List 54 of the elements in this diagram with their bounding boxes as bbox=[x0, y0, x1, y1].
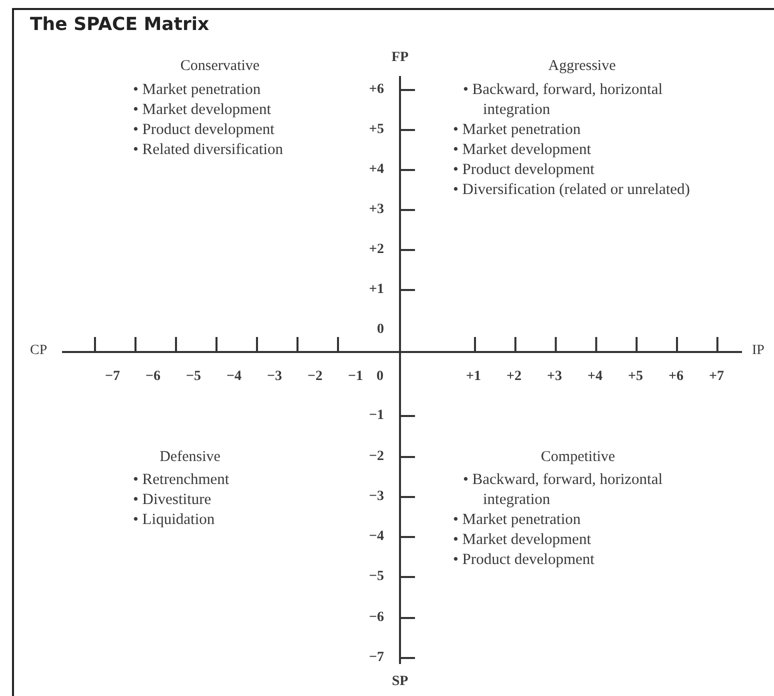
quadrant-heading: Competitive bbox=[540, 448, 616, 467]
tick-label: +6 bbox=[668, 368, 684, 386]
tick-label: −5 bbox=[369, 568, 384, 586]
tick-label: −4 bbox=[369, 528, 384, 546]
tick-label: FP bbox=[391, 49, 409, 67]
tick-label: +2 bbox=[506, 368, 522, 386]
diagram-title: The SPACE Matrix bbox=[30, 14, 210, 35]
quadrant-heading: Conservative bbox=[180, 57, 260, 76]
tick-label: +3 bbox=[369, 201, 384, 219]
tick-label: −3 bbox=[267, 368, 282, 386]
tick-label: −2 bbox=[369, 448, 384, 466]
tick-label: −2 bbox=[308, 368, 322, 386]
tick-label: +4 bbox=[588, 368, 602, 386]
strategy-item: • Backward, forward, horizontal integration bbox=[463, 470, 664, 510]
tick-label: +2 bbox=[369, 241, 384, 259]
tick-label: 0 bbox=[376, 368, 384, 386]
strategy-item: • Product development bbox=[133, 120, 274, 140]
tick-label: −7 bbox=[105, 368, 120, 386]
tick-label: +5 bbox=[369, 121, 384, 139]
tick-label: −7 bbox=[369, 649, 384, 667]
strategy-item: • Product development bbox=[453, 550, 594, 570]
strategy-item: • Divestiture bbox=[133, 490, 212, 510]
axis-label: IP bbox=[752, 342, 764, 360]
tick-label: +6 bbox=[369, 81, 384, 99]
strategy-item: • Market development bbox=[133, 100, 271, 120]
strategy-item: • Diversification (related or unrelated) bbox=[453, 180, 690, 200]
tick-label: SP bbox=[392, 673, 408, 691]
tick-label: +4 bbox=[369, 161, 384, 179]
tick-label: −5 bbox=[186, 368, 201, 386]
tick-label: −6 bbox=[369, 609, 384, 627]
tick-label: +5 bbox=[628, 368, 643, 386]
strategy-item: • Market penetration bbox=[133, 80, 261, 100]
strategy-item: • Product development bbox=[453, 160, 594, 180]
strategy-item: • Retrenchment bbox=[133, 470, 230, 490]
tick-label: +1 bbox=[369, 281, 384, 299]
strategy-item: • Market development bbox=[453, 140, 591, 160]
tick-label: 0 bbox=[377, 321, 384, 339]
tick-label: −4 bbox=[226, 368, 242, 386]
tick-label: −1 bbox=[369, 407, 384, 425]
tick-label: −6 bbox=[146, 368, 160, 386]
tick-label: +7 bbox=[709, 368, 724, 386]
strategy-item: • Related diversification bbox=[133, 140, 284, 160]
strategy-item: • Market penetration bbox=[453, 510, 581, 530]
quadrant-heading: Aggressive bbox=[548, 57, 616, 76]
axis-label: CP bbox=[30, 342, 48, 360]
tick-label: −3 bbox=[369, 488, 384, 506]
tick-label: +3 bbox=[547, 368, 562, 386]
strategy-item: • Market development bbox=[453, 530, 591, 550]
strategy-item: • Liquidation bbox=[133, 510, 215, 530]
tick-label: −1 bbox=[348, 368, 363, 386]
quadrant-heading: Defensive bbox=[160, 448, 220, 467]
strategy-item: • Backward, forward, horizontal integration bbox=[463, 80, 664, 120]
tick-label: +1 bbox=[466, 368, 481, 386]
strategy-item: • Market penetration bbox=[453, 120, 581, 140]
